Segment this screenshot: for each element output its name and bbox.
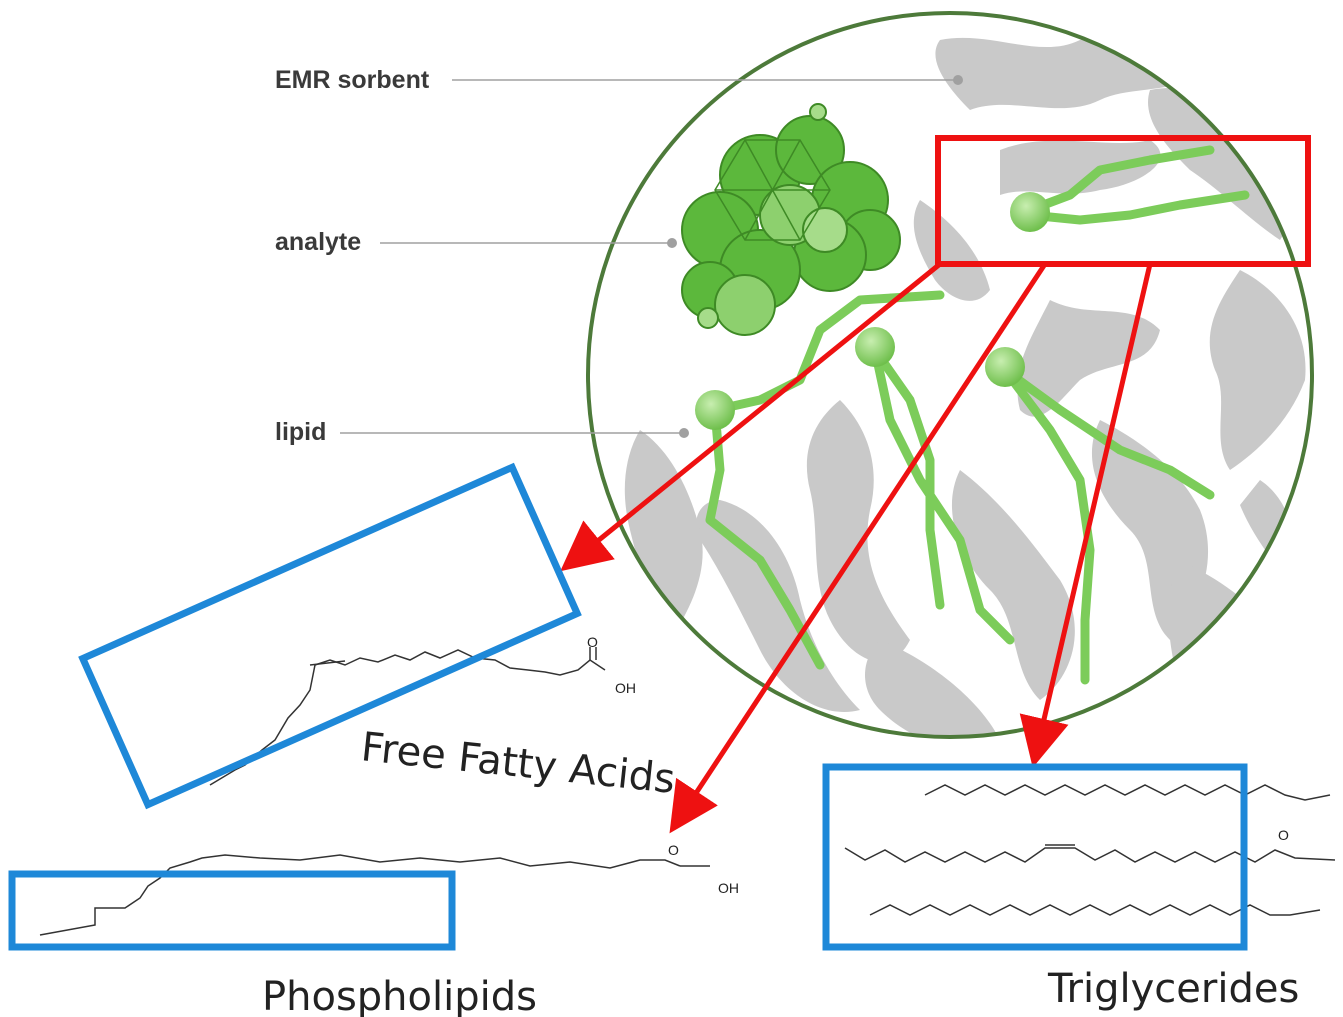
pl-hydroxyl-label: OH — [718, 880, 739, 896]
phospholipid-chain — [40, 855, 680, 935]
triglyceride-chain-2 — [845, 848, 1335, 862]
phospholipid-tail-box — [12, 874, 452, 947]
lipid-head-3 — [855, 327, 895, 367]
analyte-label: analyte — [275, 228, 361, 256]
triglyceride-tail-box — [826, 767, 1244, 947]
emr-sorbent-leader-dot — [953, 75, 963, 85]
sorbent-magnified-view — [588, 13, 1312, 748]
analyte-leader-dot — [667, 238, 677, 248]
lipid-leader-dot — [679, 428, 689, 438]
triglycerides-caption: Triglycerides — [1047, 966, 1299, 1012]
phospholipid-structure: O OH — [12, 842, 739, 947]
triglyceride-structure — [845, 785, 1335, 915]
lipid-head-4 — [985, 347, 1025, 387]
ffa-oxygen-label: O — [587, 634, 598, 650]
tg-oxygen-label: O — [1278, 827, 1289, 843]
pl-oxygen-label: O — [668, 842, 679, 858]
phospholipids-caption: Phospholipids — [262, 974, 537, 1017]
lipid-head-1 — [1010, 192, 1050, 232]
free-fatty-acids-caption: Free Fatty Acids — [359, 724, 677, 803]
lipid-label: lipid — [275, 418, 326, 446]
triglyceride-chain-1 — [925, 785, 1330, 800]
emr-sorbent-label: EMR sorbent — [275, 66, 430, 94]
lipid-head-2 — [695, 390, 735, 430]
ffa-hydroxyl-label: OH — [615, 680, 636, 696]
triglyceride-chain-3 — [870, 905, 1320, 915]
